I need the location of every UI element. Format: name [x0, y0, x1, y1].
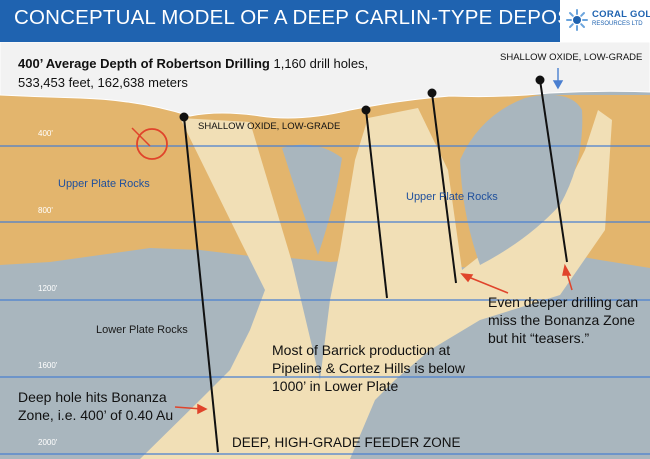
average-depth-marker: [136, 128, 168, 160]
depth-label-2000: 2000': [38, 438, 58, 447]
logo-name: CORAL GOLD: [592, 9, 650, 20]
company-logo: CORAL GOLD RESOURCES LTD: [560, 0, 650, 42]
ore-zone: [140, 108, 612, 459]
ground-surface: [0, 42, 650, 119]
annotation-arrows: [131, 127, 573, 415]
page-title: CONCEPTUAL MODEL OF A DEEP CARLIN-TYPE D…: [14, 6, 590, 29]
cross-section-diagram: [0, 42, 650, 459]
depth-lines: [0, 145, 650, 455]
shallow-oxide-label-right: SHALLOW OXIDE, LOW-GRADE: [500, 52, 643, 63]
drill-holes: [179, 75, 568, 453]
upper-plate-label-left: Upper Plate Rocks: [58, 178, 150, 190]
shallow-oxide-label-center: SHALLOW OXIDE, LOW-GRADE: [198, 121, 341, 132]
logo-subtitle: RESOURCES LTD: [592, 21, 643, 27]
feeder-zone-label: DEEP, HIGH-GRADE FEEDER ZONE: [232, 435, 461, 450]
depth-label-400: 400': [38, 129, 53, 138]
note-deep-hole: Deep hole hits Bonanza Zone, i.e. 400’ o…: [18, 389, 174, 423]
lower-plate-label: Lower Plate Rocks: [96, 324, 188, 336]
drilling-summary: 400’ Average Depth of Robertson Drilling…: [18, 54, 418, 92]
depth-label-1200: 1200': [38, 284, 58, 293]
depth-label-1600: 1600': [38, 361, 58, 370]
star-sun-icon: [566, 9, 588, 31]
note-deeper-drilling: Even deeper drilling can miss the Bonanz…: [488, 294, 639, 346]
gray-inclusion-center: [282, 144, 342, 255]
surface-arrow: [552, 68, 564, 90]
upper-plate-label-right: Upper Plate Rocks: [406, 191, 498, 203]
drilling-summary-detail: 1,160 drill holes, 533,453 feet, 162,638…: [18, 56, 369, 90]
header-bar: CONCEPTUAL MODEL OF A DEEP CARLIN-TYPE D…: [0, 0, 650, 42]
note-barrick-production: Most of Barrick production at Pipeline &…: [272, 342, 465, 394]
depth-label-800: 800': [38, 206, 53, 215]
drilling-summary-heading: 400’ Average Depth of Robertson Drilling: [18, 56, 270, 71]
